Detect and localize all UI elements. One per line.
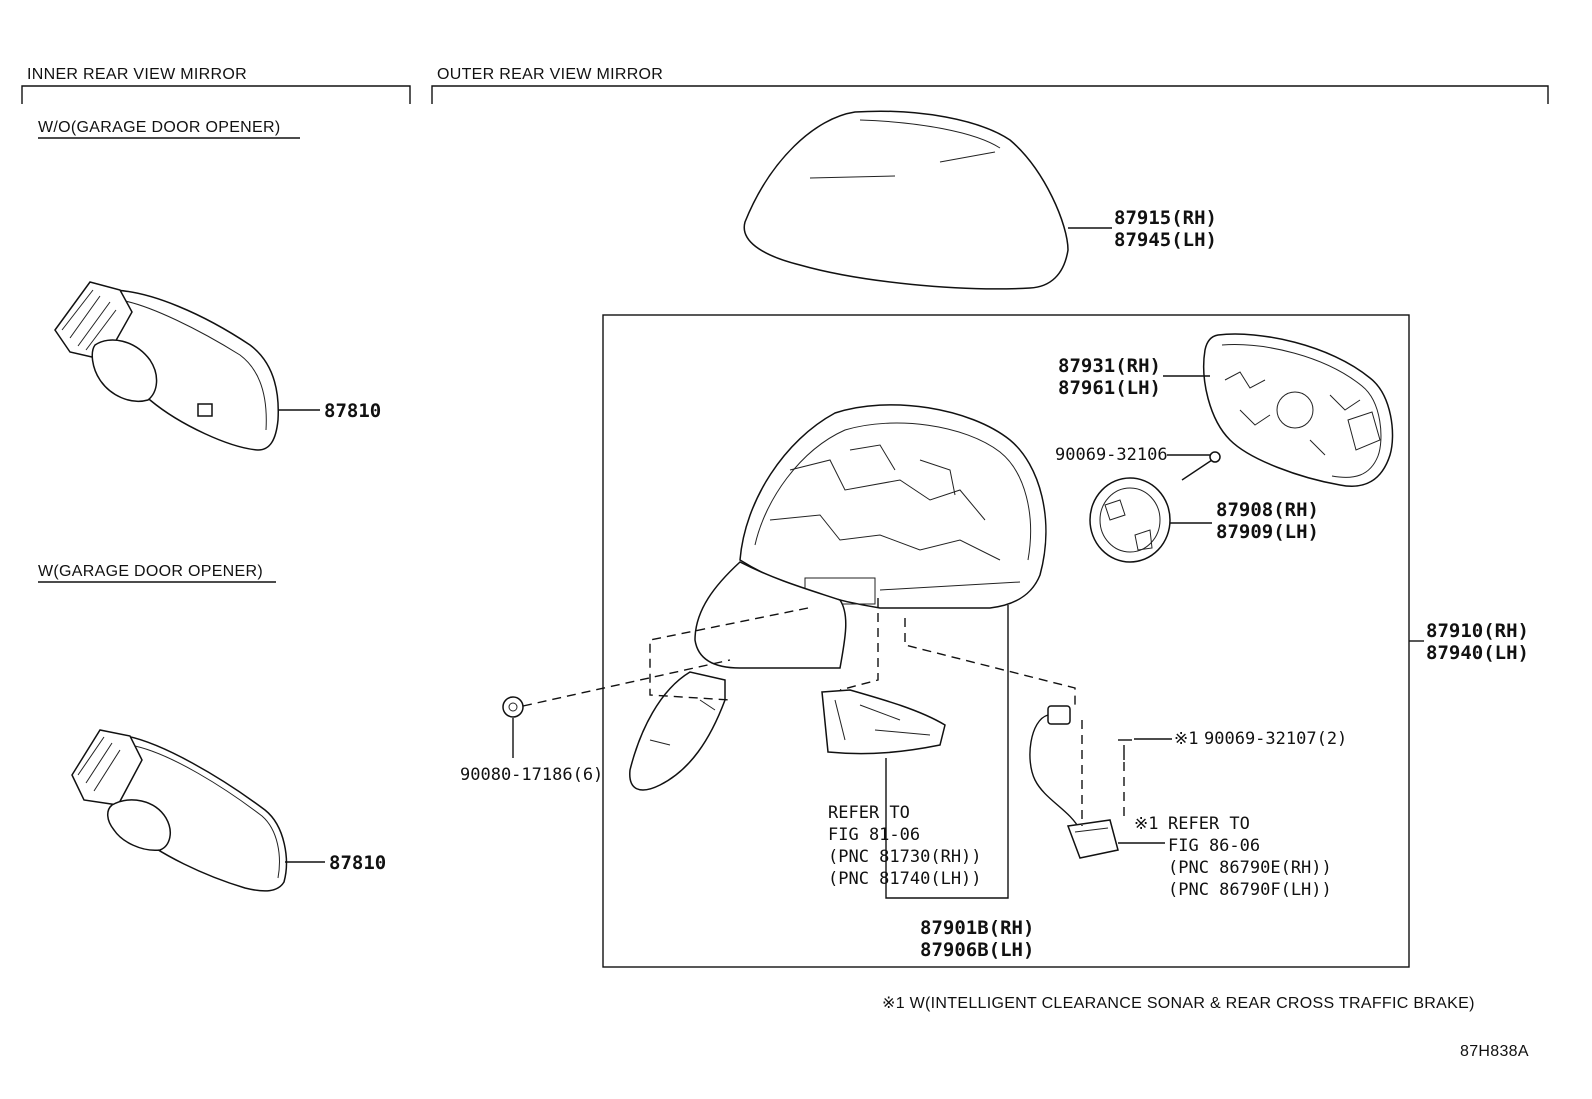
ref-mark-1: ※1 [1174,729,1198,749]
ref2-line1: REFER TO [1168,814,1250,834]
nut-drawing [502,696,524,758]
inner-mirror-without-opener-drawing [54,281,320,451]
part-number-87909-lh: 87909(LH) [1216,521,1319,543]
ref1-line3: (PNC 81730(RH)) [828,847,982,867]
sonar-sensor-drawing [1029,705,1119,859]
mirror-actuator-drawing [1089,477,1212,563]
part-number-87901b-rh: 87901B(RH) [920,917,1034,939]
leader-dashed [904,618,1076,705]
mirror-cover-drawing [743,110,1112,290]
section-inner-bracket [21,85,411,104]
part-number-90069-32107: 90069-32107(2) [1204,729,1347,749]
ref1-line1: REFER TO [828,803,910,823]
part-number-87906b-lh: 87906B(LH) [920,939,1034,961]
part-number-87915-rh: 87915(RH) [1114,207,1217,229]
part-number-87961-lh: 87961(LH) [1058,377,1161,399]
part-number-87940-lh: 87940(LH) [1426,642,1529,664]
mirror-glass-drawing [1163,333,1394,487]
turn-signal-lamp-drawing [821,689,946,755]
mirror-housing-drawing [629,404,1047,791]
part-number-87910-rh: 87910(RH) [1426,620,1529,642]
leader-line [885,605,1009,899]
ref1-line4: (PNC 81740(LH)) [828,869,982,889]
ref2-line3: (PNC 86790E(RH)) [1168,858,1332,878]
figure-id: 87H838A [1460,1043,1529,1060]
leader-dashed [522,659,731,707]
ref1-line2: FIG 81-06 [828,825,920,845]
part-number-90069-32106: 90069-32106 [1055,445,1168,465]
subsection-with-opener: W(GARAGE DOOR OPENER) [38,563,263,580]
section-inner-title: INNER REAR VIEW MIRROR [27,66,247,83]
subsection-without-opener: W/O(GARAGE DOOR OPENER) [38,119,280,136]
small-screw-drawing [1118,738,1172,820]
part-number-87945-lh: 87945(LH) [1114,229,1217,251]
part-number-87908-rh: 87908(RH) [1216,499,1319,521]
part-number-90080-17186: 90080-17186(6) [460,765,603,785]
inner-mirror-with-opener-drawing [71,729,325,892]
footnote: ※1 W(INTELLIGENT CLEARANCE SONAR & REAR … [882,995,1475,1012]
section-outer-title: OUTER REAR VIEW MIRROR [437,66,663,83]
screw-drawing [1181,451,1221,481]
part-number-87810-top: 87810 [324,400,381,422]
leader-dashed [649,607,809,701]
section-outer-bracket [431,85,1549,104]
ref2-line2: FIG 86-06 [1168,836,1260,856]
leader-dashed [839,598,879,691]
part-number-87931-rh: 87931(RH) [1058,355,1161,377]
ref2-line4: (PNC 86790F(LH)) [1168,880,1332,900]
ref2-mark: ※1 [1134,814,1158,834]
part-number-87810-bottom: 87810 [329,852,386,874]
